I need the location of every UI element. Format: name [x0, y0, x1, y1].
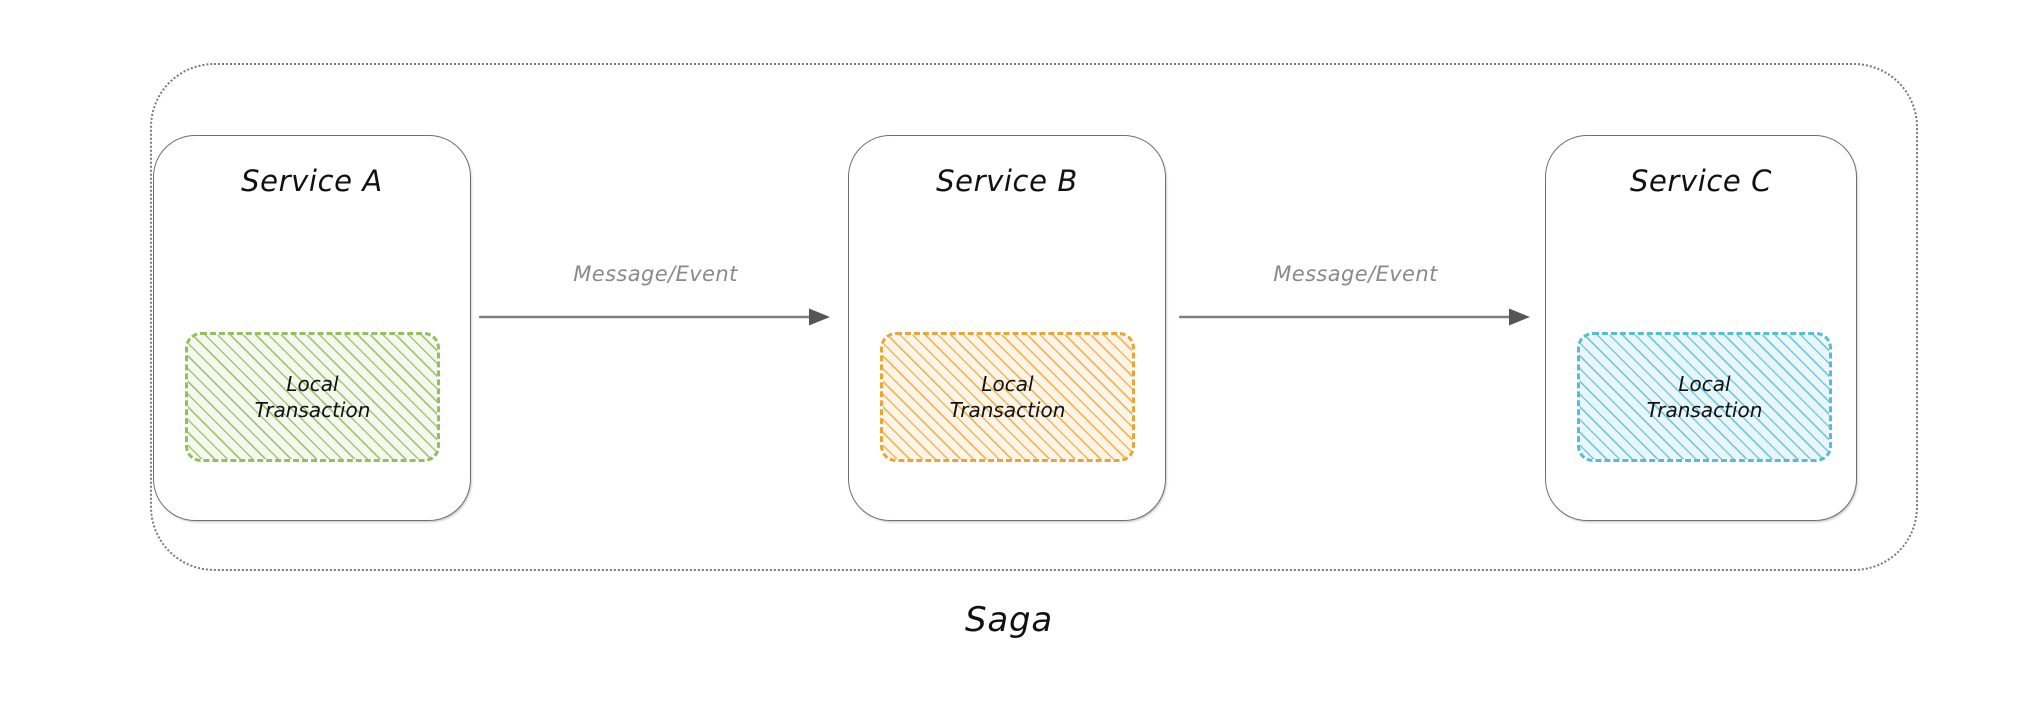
arrow-right-icon: [478, 308, 830, 326]
connector-a-to-b: Message/Event: [478, 262, 833, 342]
service-a-title: Service A: [241, 164, 383, 198]
local-transaction-label-c: Local Transaction: [1646, 371, 1763, 422]
hatch-pattern-orange: [883, 335, 1132, 459]
connector-b-to-c: Message/Event: [1178, 262, 1533, 342]
service-card-c[interactable]: Service C Local Transaction: [1545, 135, 1857, 521]
hatch-pattern-green: [188, 335, 437, 459]
local-transaction-box-a[interactable]: Local Transaction: [185, 332, 440, 462]
saga-caption: Saga: [964, 600, 1054, 640]
local-transaction-label-a: Local Transaction: [254, 371, 371, 422]
service-card-a[interactable]: Service A Local Transaction: [153, 135, 471, 521]
local-transaction-box-c[interactable]: Local Transaction: [1577, 332, 1832, 462]
service-b-title: Service B: [936, 164, 1078, 198]
local-transaction-box-b[interactable]: Local Transaction: [880, 332, 1135, 462]
arrow-right-icon: [1178, 308, 1530, 326]
local-transaction-label-b: Local Transaction: [949, 371, 1066, 422]
connector-a-to-b-label: Message/Event: [573, 262, 738, 286]
saga-boundary: [150, 63, 1918, 571]
service-c-title: Service C: [1629, 164, 1773, 198]
connector-b-to-c-label: Message/Event: [1273, 262, 1438, 286]
service-card-b[interactable]: Service B Local Transaction: [848, 135, 1166, 521]
hatch-pattern-cyan: [1580, 335, 1829, 459]
